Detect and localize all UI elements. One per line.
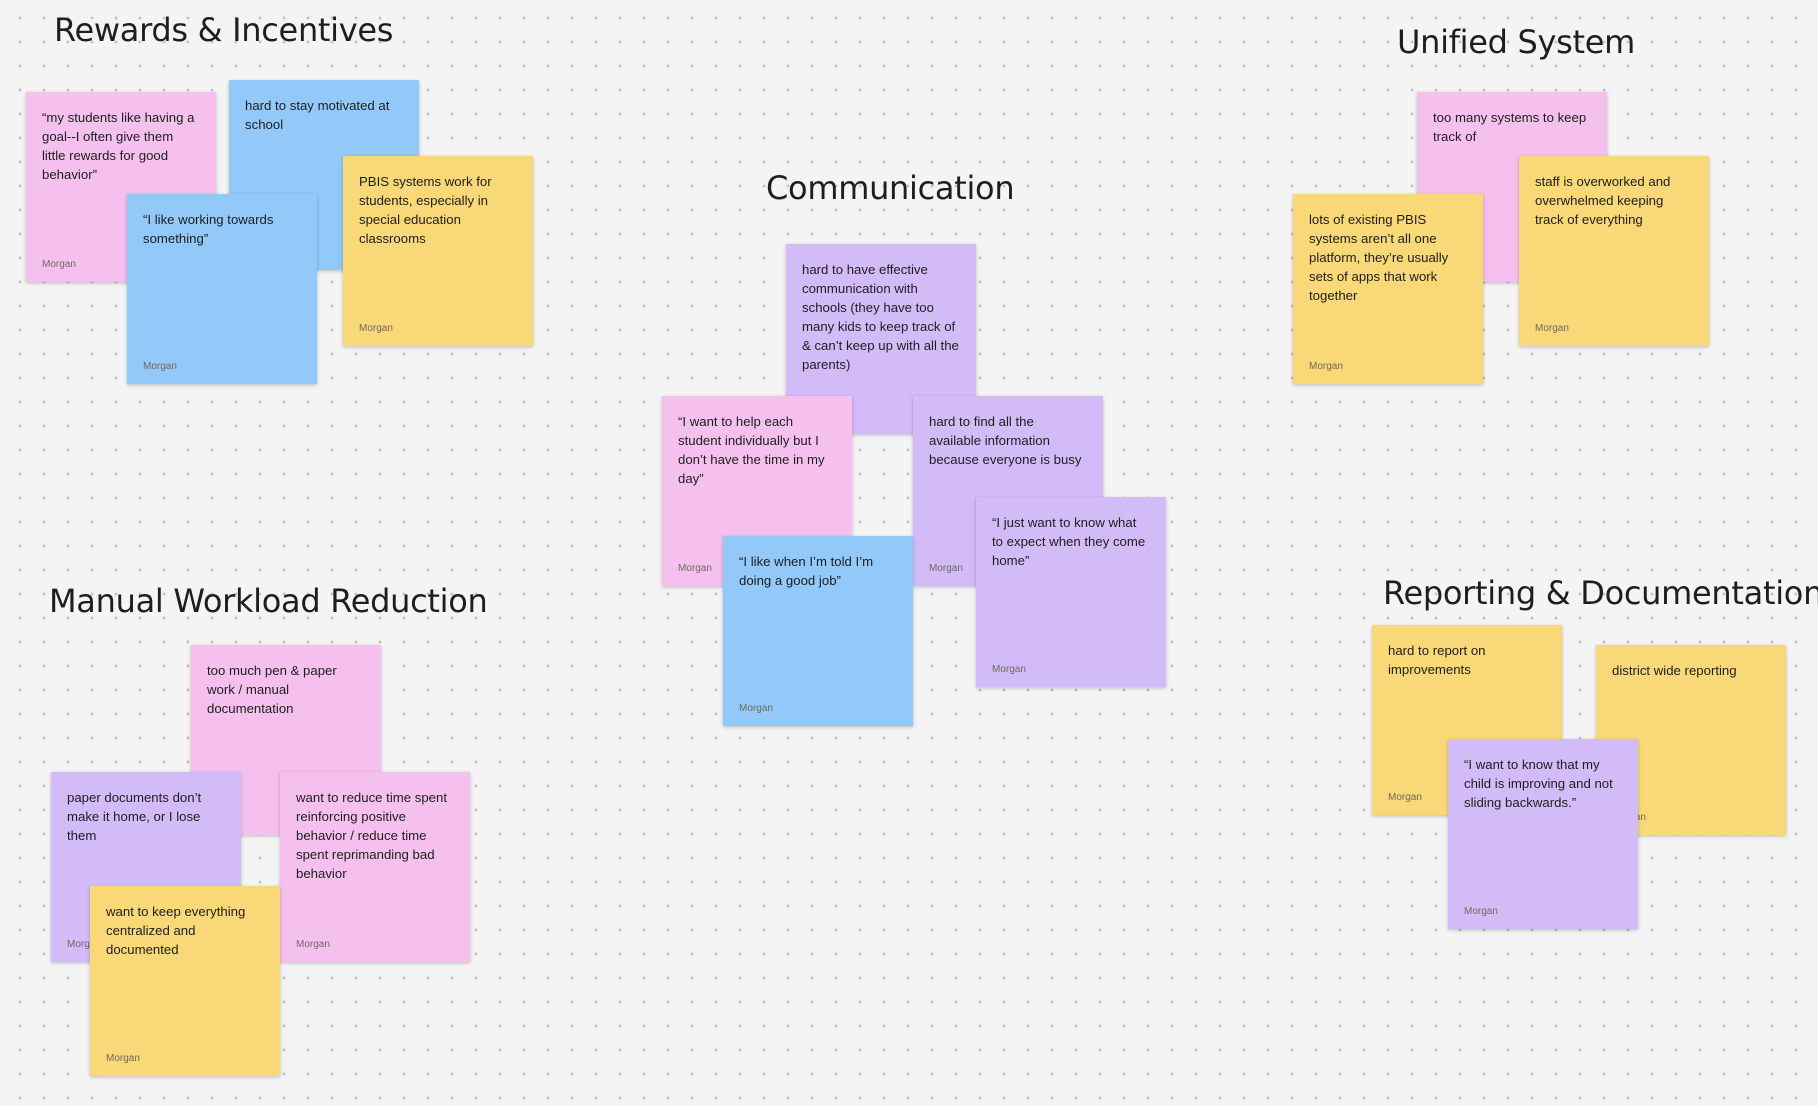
sticky-note-text: too many systems to keep track of (1433, 110, 1587, 144)
sticky-note[interactable]: “I just want to know what to expect when… (976, 497, 1166, 687)
sticky-note-text: paper documents don’t make it home, or I… (67, 790, 202, 843)
sticky-note-author: Morgan (1464, 906, 1498, 917)
sticky-note-text: hard to report on improvements (1388, 643, 1486, 677)
section-heading-manual-workload: Manual Workload Reduction (49, 582, 488, 620)
sticky-note-text: want to reduce time spent reinforcing po… (296, 790, 448, 881)
sticky-note-text: “I want to know that my child is improvi… (1464, 757, 1613, 810)
sticky-note-author: Morgan (296, 939, 330, 950)
sticky-note[interactable]: “I like when I’m told I’m doing a good j… (723, 536, 913, 726)
sticky-note-author: Morgan (929, 563, 963, 574)
sticky-note-text: hard to have effective communication wit… (802, 262, 959, 372)
sticky-note-author: Morgan (1309, 361, 1343, 372)
sticky-note-author: Morgan (1388, 792, 1422, 803)
sticky-note-author: Morgan (678, 563, 712, 574)
sticky-note[interactable]: “I like working towards something” Morga… (127, 194, 317, 384)
sticky-note-text: “my students like having a goal--I often… (42, 110, 195, 182)
sticky-note-author: Morgan (143, 361, 177, 372)
sticky-note[interactable]: lots of existing PBIS systems aren’t all… (1293, 194, 1483, 384)
sticky-note-author: Morgan (67, 939, 101, 950)
section-heading-unified-system: Unified System (1397, 23, 1636, 61)
sticky-note-text: lots of existing PBIS systems aren’t all… (1309, 212, 1449, 303)
sticky-note[interactable]: staff is overworked and overwhelmed keep… (1519, 156, 1709, 346)
sticky-note-text: “I like when I’m told I’m doing a good j… (739, 554, 874, 588)
sticky-note-author: Morgan (739, 703, 773, 714)
sticky-note-text: “I like working towards something” (143, 212, 274, 246)
section-heading-communication: Communication (766, 169, 1015, 207)
sticky-note[interactable]: want to keep everything centralized and … (90, 886, 280, 1076)
sticky-note-author: Morgan (359, 323, 393, 334)
sticky-note[interactable]: “I want to know that my child is improvi… (1448, 739, 1638, 929)
sticky-note-text: “I just want to know what to expect when… (992, 515, 1146, 568)
sticky-note-author: Morgan (42, 259, 76, 270)
sticky-note-author: Morgan (106, 1053, 140, 1064)
sticky-note-text: district wide reporting (1612, 663, 1737, 678)
sticky-note-text: PBIS systems work for students, especial… (359, 174, 492, 246)
sticky-note[interactable]: “my students like having a goal--I often… (26, 92, 216, 282)
sticky-note-text: hard to find all the available informati… (929, 414, 1082, 467)
section-heading-rewards: Rewards & Incentives (54, 11, 394, 49)
sticky-note[interactable]: PBIS systems work for students, especial… (343, 156, 533, 346)
section-heading-reporting: Reporting & Documentation (1383, 574, 1818, 612)
sticky-note-author: Morgan (1535, 323, 1569, 334)
sticky-note-text: hard to stay motivated at school (245, 98, 390, 132)
sticky-note[interactable]: want to reduce time spent reinforcing po… (280, 772, 470, 962)
sticky-note-text: “I want to help each student individuall… (678, 414, 825, 486)
sticky-note-text: too much pen & paper work / manual docum… (207, 663, 337, 716)
sticky-note-author: Morgan (992, 664, 1026, 675)
sticky-note-text: staff is overworked and overwhelmed keep… (1535, 174, 1671, 227)
sticky-note-text: want to keep everything centralized and … (106, 904, 246, 957)
